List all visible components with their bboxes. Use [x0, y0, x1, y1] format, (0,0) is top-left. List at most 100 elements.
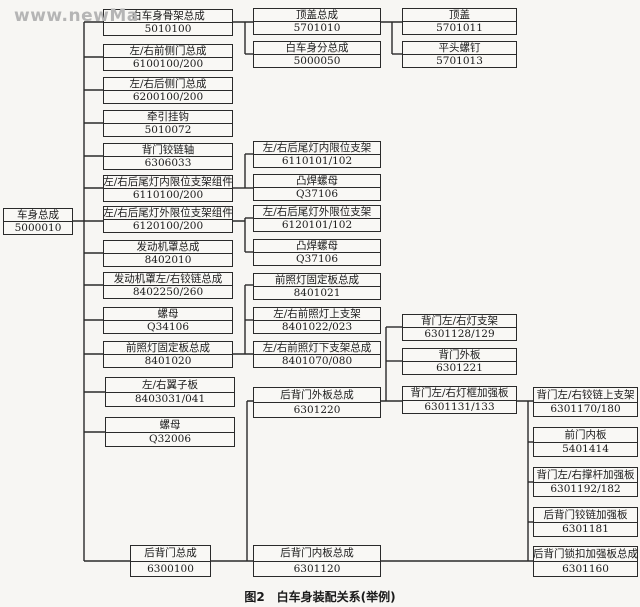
part-name: 左/右前照灯上支架 [273, 307, 361, 320]
part-name: 左/右后尾灯内限位支架 [262, 141, 372, 154]
part-code: 6301221 [403, 361, 516, 374]
part-code: 8402010 [104, 253, 232, 266]
part-code: 8401022/023 [254, 320, 380, 333]
part-name: 凸焊螺母 [296, 174, 338, 187]
part-code: 5010100 [104, 22, 232, 35]
part-code: Q32006 [106, 431, 234, 447]
part-code: 6120100/200 [104, 219, 232, 232]
part-code: 6301120 [254, 560, 380, 577]
part-name: 白车身分总成 [285, 41, 349, 54]
part-code: 5701013 [403, 54, 516, 67]
part-code: 6301131/133 [403, 399, 516, 414]
watermark: www.newMa [14, 6, 139, 26]
part-code: 5701010 [254, 21, 380, 34]
part-name: 左/右后侧门总成 [129, 77, 207, 90]
part-name: 左/右翼子板 [141, 378, 199, 391]
part-code: 5000050 [254, 54, 380, 67]
part-code: 6301220 [254, 402, 380, 417]
part-code: 6301181 [534, 521, 637, 537]
part-name: 后背门总成 [144, 547, 197, 559]
part-name: 螺母 [159, 418, 181, 431]
part-name: 螺母 [157, 307, 179, 320]
part-name: 背门左/右灯框加强板 [410, 387, 509, 399]
part-name: 左/右前侧门总成 [129, 44, 207, 57]
part-name: 后背门铰链加强板 [543, 508, 628, 521]
part-code: 6100100/200 [104, 57, 232, 70]
part-name: 车身总成 [17, 208, 59, 221]
part-code: 8401021 [254, 286, 380, 299]
part-code: 6200100/200 [104, 90, 232, 103]
part-code: 5000010 [4, 221, 72, 234]
part-name: 发动机罩左/右铰链总成 [113, 272, 223, 285]
part-code: 6301128/129 [403, 327, 516, 340]
part-code: 6306033 [104, 156, 232, 169]
part-name: 后背门内板总成 [280, 547, 354, 559]
part-name: 前照灯固定板总成 [126, 341, 210, 354]
figure-caption: 图2 白车身装配关系(举例) [244, 590, 396, 604]
part-name: 牵引挂钩 [147, 110, 189, 123]
part-code: 6120101/102 [254, 218, 380, 231]
part-name: 背门外板 [438, 348, 481, 361]
part-code: 6110101/102 [254, 154, 380, 167]
part-name: 左/右后尾灯内限位支架组件 [103, 175, 233, 188]
part-name: 凸焊螺母 [296, 239, 338, 252]
part-name: 背门左/右灯支架 [420, 314, 499, 327]
part-code: Q37106 [254, 252, 380, 265]
part-name: 左/右后尾灯外限位支架 [262, 205, 372, 218]
part-code: 5401414 [534, 441, 637, 457]
part-code: 8401020 [104, 354, 232, 367]
part-name: 左/右后尾灯外限位支架组件 [103, 206, 233, 219]
part-code: Q37106 [254, 187, 380, 200]
part-name: 发动机罩总成 [136, 240, 200, 253]
part-name: 背门左/右撑杆加强板 [536, 468, 635, 481]
part-name: 左/右前照灯下支架总成 [262, 341, 372, 354]
part-code: 8403031/041 [106, 391, 234, 407]
part-name: 前照灯固定板总成 [275, 273, 359, 286]
part-name: 顶盖 [449, 8, 470, 21]
part-name: 背门左/右铰链上支架 [536, 388, 635, 401]
part-code: 8402250/260 [104, 285, 232, 298]
part-name: 后背门外板总成 [280, 388, 354, 401]
part-code: 6301160 [534, 561, 637, 576]
part-name: 顶盖总成 [296, 8, 338, 21]
part-name: 前门内板 [564, 428, 607, 441]
part-code: 6300100 [131, 560, 210, 577]
part-code: 6110100/200 [104, 188, 232, 201]
part-name: 白车身骨架总成 [131, 9, 205, 22]
part-code: 6301192/182 [534, 481, 637, 497]
part-code: 5701011 [403, 21, 516, 34]
